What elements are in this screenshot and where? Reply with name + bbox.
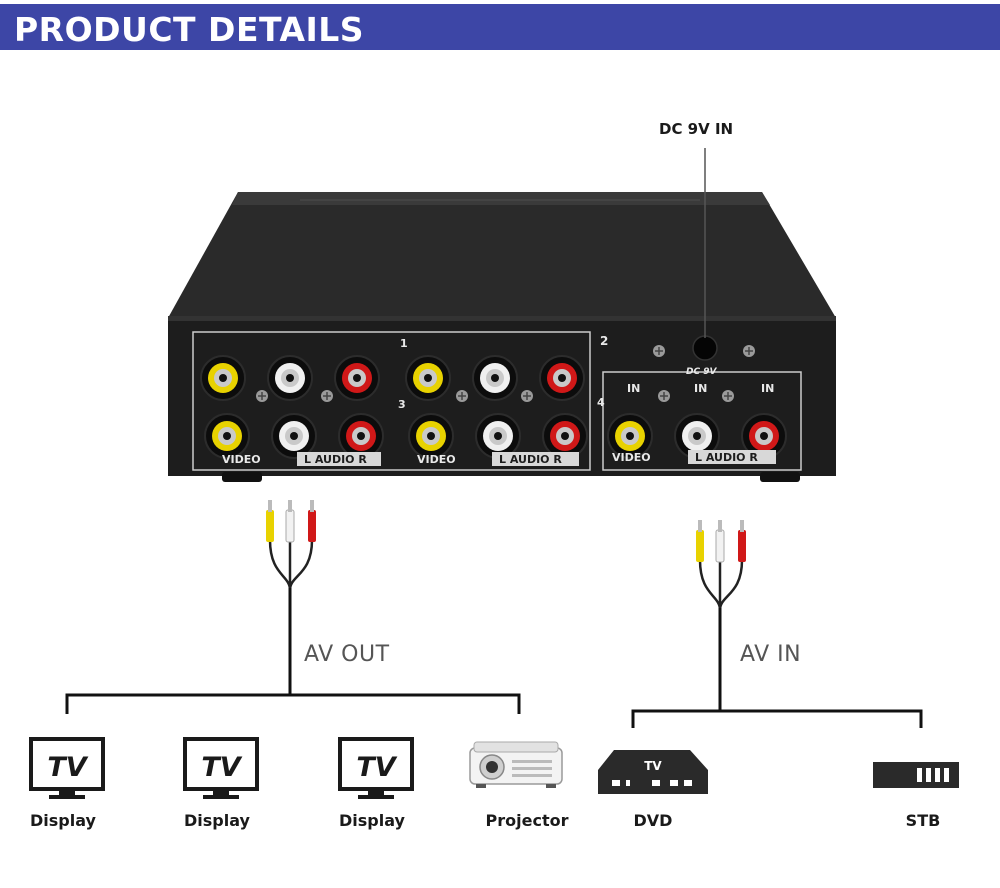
av-in-cable [696, 520, 746, 711]
audio-label: L AUDIO R [499, 453, 562, 466]
output-port-frame [192, 331, 591, 471]
tv-icon-text: TV [356, 752, 397, 783]
audio-left-jack[interactable] [267, 355, 313, 401]
page-title: PRODUCT DETAILS [14, 10, 365, 49]
dc-in-callout: DC 9V IN [659, 120, 734, 138]
tv-icon-text: TV [201, 752, 242, 783]
device-label-projector: Projector [485, 811, 569, 830]
audio-right-jack[interactable] [542, 413, 588, 459]
device-label-dvd: DVD [633, 811, 673, 830]
device-label-display: Display [339, 811, 405, 830]
screw [256, 390, 268, 402]
box-foot [760, 472, 800, 482]
screw [321, 390, 333, 402]
av-out-bracket [65, 693, 521, 714]
input-port-frame [602, 371, 802, 471]
port-number-4: 4 [597, 396, 605, 409]
device-label-display: Display [184, 811, 250, 830]
audio-left-jack[interactable] [472, 355, 518, 401]
in-label: IN [761, 382, 774, 395]
rca-plug-white [285, 500, 295, 543]
port-number-2: 2 [600, 334, 608, 348]
in-label: IN [627, 382, 640, 395]
rca-plug-white [715, 520, 725, 563]
projector-icon [469, 741, 563, 788]
tv-icon-text: TV [47, 752, 88, 783]
port-number-3: 3 [398, 398, 406, 411]
audio-right-jack[interactable] [338, 413, 384, 459]
av-out-label: AV OUT [304, 642, 390, 667]
header: PRODUCT DETAILS [0, 0, 1000, 52]
device-label-stb: STB [905, 811, 941, 830]
screw [658, 390, 670, 402]
audio-left-jack[interactable] [271, 413, 317, 459]
video-label: VIDEO [612, 451, 651, 464]
video-jack[interactable] [607, 413, 653, 459]
dc-jack-label: DC 9V [686, 367, 717, 377]
rca-plug-red [738, 520, 746, 562]
dvd-icon: TV [598, 750, 708, 794]
video-jack[interactable] [200, 355, 246, 401]
av-out-cable [266, 500, 316, 695]
tv-icon: TV [29, 737, 105, 799]
screw [653, 345, 665, 357]
video-label: VIDEO [222, 453, 261, 466]
rca-plug-red [308, 500, 316, 542]
audio-label: L AUDIO R [695, 451, 758, 464]
dvd-icon-text: TV [644, 759, 662, 773]
audio-left-jack[interactable] [475, 413, 521, 459]
screw [456, 390, 468, 402]
audio-right-jack[interactable] [539, 355, 585, 401]
port-number-1: 1 [400, 337, 408, 350]
screw [743, 345, 755, 357]
av-in-bracket [631, 709, 923, 728]
tv-icon: TV [338, 737, 414, 799]
av-switch-box: 1 2 3 4 DC 9V VIDEO L AUDIO R VIDEO L AU… [168, 192, 836, 482]
screw [521, 390, 533, 402]
header-bar: PRODUCT DETAILS [0, 4, 1000, 50]
screw [722, 390, 734, 402]
video-label: VIDEO [417, 453, 456, 466]
audio-right-jack[interactable] [334, 355, 380, 401]
tv-icon: TV [183, 737, 259, 799]
video-jack[interactable] [405, 355, 451, 401]
audio-left-jack[interactable] [674, 413, 720, 459]
stb-icon [873, 762, 959, 788]
rca-plug-yellow [266, 500, 274, 542]
device-label-display: Display [30, 811, 96, 830]
video-jack[interactable] [408, 413, 454, 459]
audio-label: L AUDIO R [304, 453, 367, 466]
box-foot [222, 472, 262, 482]
av-in-label: AV IN [740, 642, 802, 667]
rca-plug-yellow [696, 520, 704, 562]
dc-jack [692, 335, 718, 361]
audio-right-jack[interactable] [741, 413, 787, 459]
video-jack[interactable] [204, 413, 250, 459]
box-top [168, 192, 836, 318]
in-label: IN [694, 382, 707, 395]
